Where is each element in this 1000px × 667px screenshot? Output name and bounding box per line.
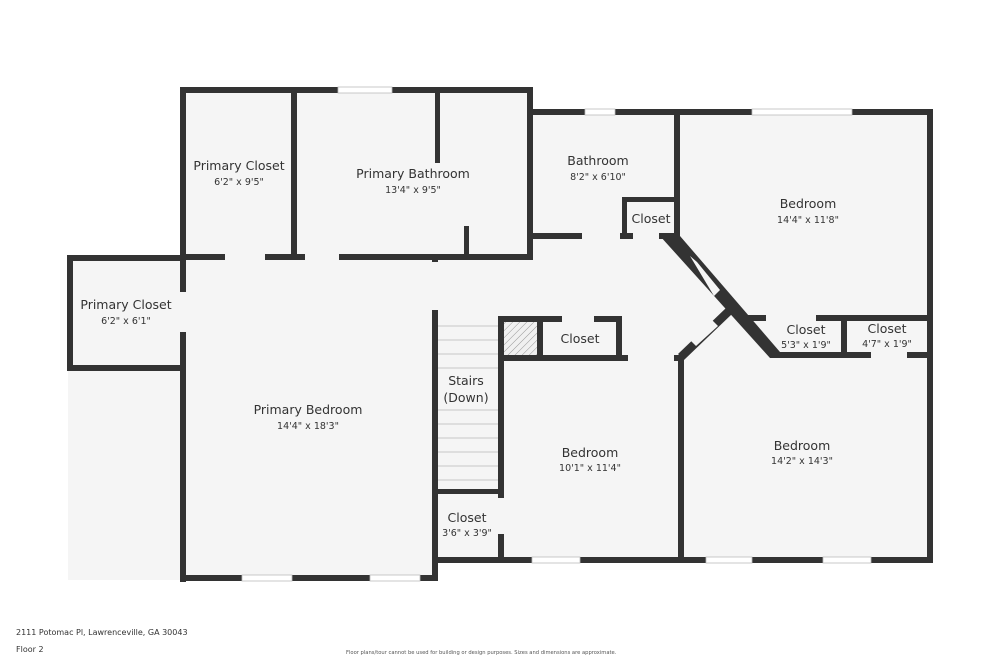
openings [180,86,907,582]
room-name: (Down) [443,390,488,405]
room-dims: 6'2" x 9'5" [214,177,264,188]
room-name: Closet [448,510,487,525]
room-name: Primary Bathroom [356,166,470,181]
room-dims: 8'2" x 6'10" [570,172,626,183]
room-dims: 10'1" x 11'4" [559,463,621,474]
room-dims: 6'2" x 6'1" [101,316,151,327]
property-address: 2111 Potomac Pl, Lawrenceville, GA 30043 [16,628,188,637]
room-name: Stairs [448,373,484,388]
room-name: Closet [632,211,671,226]
room-name: Bedroom [562,445,619,460]
floor-fills [68,88,932,580]
stairs-treads [438,325,498,489]
room-name: Bedroom [774,438,831,453]
floor-label: Floor 2 [16,645,44,654]
hatched-area [504,322,537,355]
room-name: Closet [561,331,600,346]
room-dims: 13'4" x 9'5" [385,185,441,196]
disclaimer: Floor plans/tour cannot be used for buil… [346,650,617,656]
room-dims: 3'6" x 3'9" [442,528,492,539]
room-name: Primary Bedroom [254,402,363,417]
room-labels: Primary Closet 6'2" x 9'5" Primary Bathr… [80,153,912,539]
room-name: Primary Closet [80,297,171,312]
room-name: Bathroom [567,153,628,168]
room-name: Primary Closet [193,158,284,173]
room-dims: 14'2" x 14'3" [771,456,833,467]
room-name: Bedroom [780,196,837,211]
room-name: Closet [868,321,907,336]
room-dims: 4'7" x 1'9" [862,339,912,350]
room-dims: 14'4" x 11'8" [777,215,839,226]
room-name: Closet [787,322,826,337]
room-dims: 14'4" x 18'3" [277,421,339,432]
room-dims: 5'3" x 1'9" [781,340,831,351]
